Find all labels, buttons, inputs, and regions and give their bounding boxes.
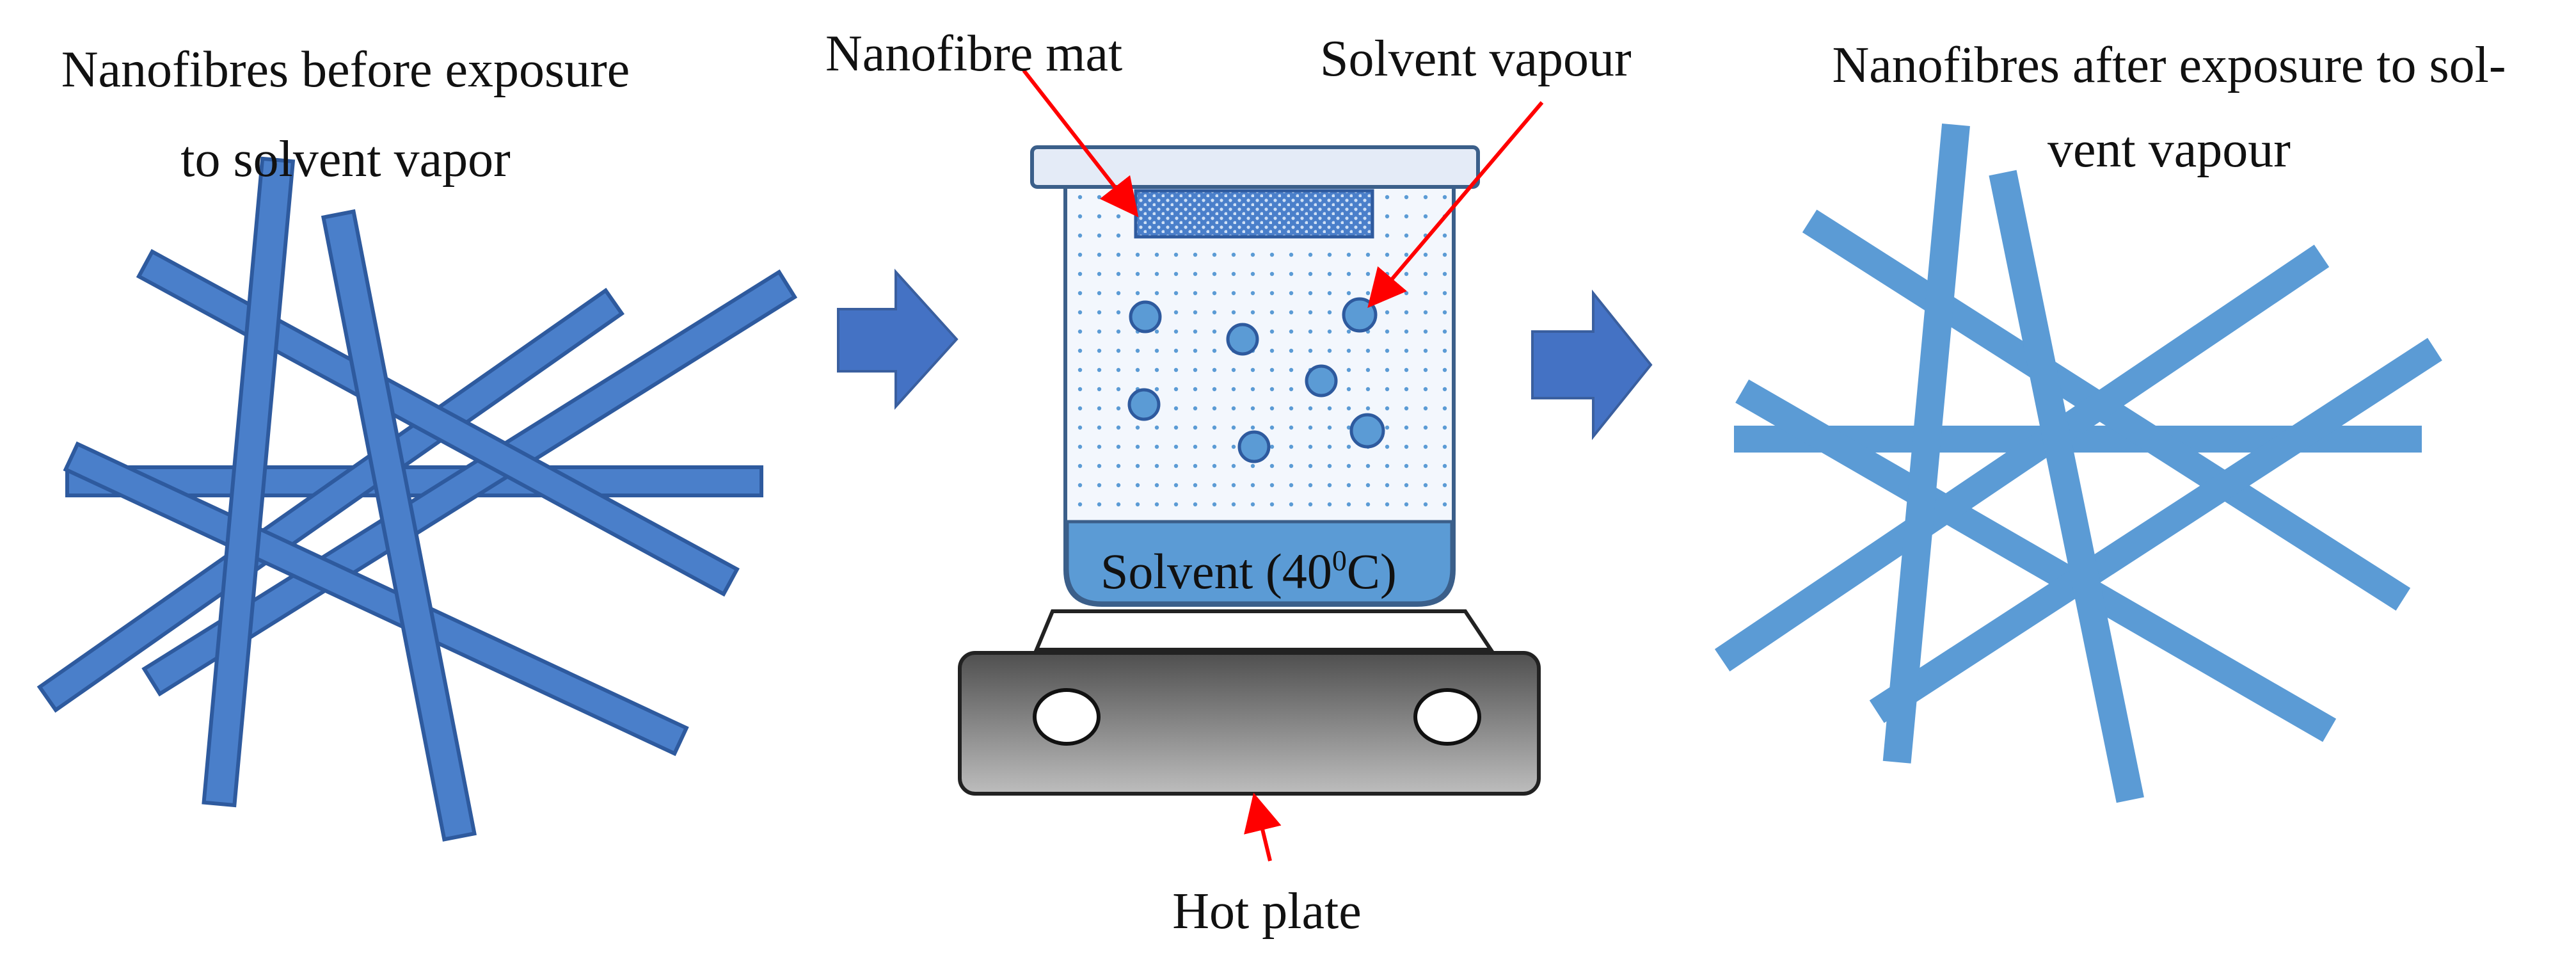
fibre-before-3 [36,287,625,713]
arrow-to-hotplate [1244,792,1282,862]
arrow-to-vapour [1367,101,1544,309]
fibre-before-4 [136,249,740,597]
vapour-molecule [1129,300,1162,333]
solvent-label-end: C) [1346,543,1397,599]
fibre-after-6 [1882,123,1970,764]
fibre-after-7 [1989,170,2144,803]
solvent-label-text: Solvent (40 [1101,543,1332,599]
arrow-to-mat [1022,69,1139,218]
vapour-molecule [1342,297,1378,333]
fibre-after-4 [1714,245,2330,672]
hot-plate-stand [1033,609,1495,652]
hot-plate [958,609,1541,796]
annotation-arrows [1022,69,1544,862]
fibres-after-group [1714,123,2442,803]
hot-plate-knob-left [1033,688,1101,746]
hot-plate-label: Hot plate [1172,883,1362,940]
after-title-line1: Nanofibres after exposure to sol- [1832,37,2506,93]
fibre-before-2 [141,269,798,697]
solvent-label-exponent: 0 [1332,544,1347,577]
solvent-label: Solvent (400C) [1101,544,1397,599]
beaker [1030,145,1480,607]
solvent-vapour-label: Solvent vapour [1320,31,1632,87]
nanofibre-mat-block [1134,189,1374,239]
vapour-molecule [1237,430,1271,463]
vapour-dots-area [1070,189,1449,517]
fibre-before-7 [321,209,477,842]
vapour-molecules [1127,297,1385,463]
process-arrow-right [1531,289,1653,440]
fibres-before-group [36,156,798,842]
fibre-before-6 [202,156,296,808]
hot-plate-knob-right [1413,688,1481,746]
fibre-before-1 [65,465,763,497]
before-title-line2: to solvent vapor [180,131,511,188]
fibre-after-2 [1735,379,2337,742]
before-title-line1: Nanofibres before exposure [61,42,630,98]
nanofibre-mat-label: Nanofibre mat [825,26,1123,82]
vapour-molecule [1349,413,1385,449]
fibre-before-5 [63,441,689,757]
vapour-molecule [1226,323,1259,356]
solvent-liquid [1065,520,1454,605]
after-title-line2: vent vapour [2047,122,2291,178]
vapour-molecule [1305,364,1338,397]
vapour-molecule [1127,388,1161,421]
process-arrow-left [837,268,958,410]
fibre-after-5 [1869,337,2442,723]
